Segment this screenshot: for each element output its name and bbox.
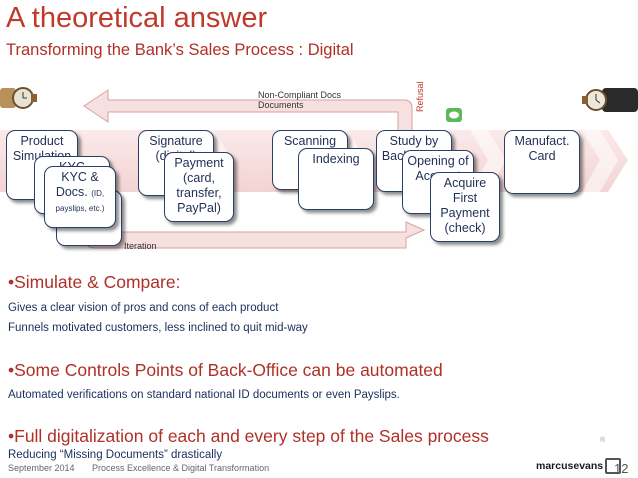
card-text: Product <box>20 134 64 148</box>
footer-date: September 2014 <box>8 463 75 473</box>
card-text: Payment <box>174 156 224 170</box>
marcusevans-logo: marcusevans <box>536 458 622 474</box>
card-text: Payment <box>440 206 490 220</box>
bullet-back-office-controls: •Some Controls Points of Back-Office can… <box>8 360 443 380</box>
card-text: First <box>452 191 478 205</box>
card-text: (card, <box>183 171 215 185</box>
non-compliant-docs-label: Non-Compliant Docs <box>258 90 342 100</box>
iteration-label: Iteration <box>124 241 157 251</box>
logo-mark-icon <box>605 458 622 474</box>
card-text: Signature <box>149 134 203 148</box>
documents-label: Documents <box>258 100 304 110</box>
bullet-full-digitalization: •Full digitalization of each and every s… <box>8 426 489 446</box>
card-text: Manufact. <box>514 134 570 148</box>
card-text: Docs. <box>55 185 88 199</box>
card-text: Scanning <box>283 134 337 148</box>
bullet-detail: Reducing “Missing Documents” drastically <box>8 449 223 461</box>
payment-card: Payment (card, transfer, PayPal) <box>164 152 234 222</box>
page-number: 12 <box>614 461 629 476</box>
page-subtitle: Transforming the Bank’s Sales Process : … <box>6 41 354 59</box>
kyc-docs-card: KYC & Docs. (ID, payslips, etc.) <box>44 166 116 228</box>
page-title: A theoretical answer <box>6 2 268 34</box>
message-bubble-icon <box>446 108 462 122</box>
wristwatch-right-icon <box>582 88 638 112</box>
trademark-mark: ® <box>600 437 606 444</box>
card-text: Opening of <box>407 154 469 168</box>
wristwatch-left-icon <box>0 87 37 109</box>
bullet-detail: Gives a clear vision of pros and cons of… <box>8 302 279 314</box>
chevron <box>582 130 618 192</box>
card-text: Card <box>528 149 556 163</box>
card-text: (check) <box>444 221 486 235</box>
card-text: transfer, <box>176 186 222 200</box>
footer-topic: Process Excellence & Digital Transformat… <box>92 463 270 473</box>
card-text: Acquire <box>443 176 487 190</box>
bullet-detail: Funnels motivated customers, less inclin… <box>8 322 308 334</box>
card-text: KYC & <box>61 170 99 184</box>
card-text: Indexing <box>312 152 360 166</box>
indexing-card: Indexing <box>298 148 374 210</box>
card-note: payslips, etc.) <box>55 204 105 213</box>
card-text: Study by <box>389 134 439 148</box>
bullet-simulate-compare: •Simulate & Compare: <box>8 272 181 292</box>
refusal-label: Refusal <box>415 81 425 112</box>
card-text: PayPal) <box>177 201 221 215</box>
non-compliant-loop-arrow <box>83 89 413 136</box>
manufacture-card-card: Manufact. Card <box>504 130 580 194</box>
bullet-detail: Automated verifications on standard nati… <box>8 389 400 401</box>
card-note: (ID, <box>91 189 105 198</box>
acquire-first-payment-card: Acquire First Payment (check) <box>430 172 500 242</box>
logo-text: marcusevans <box>536 459 604 472</box>
